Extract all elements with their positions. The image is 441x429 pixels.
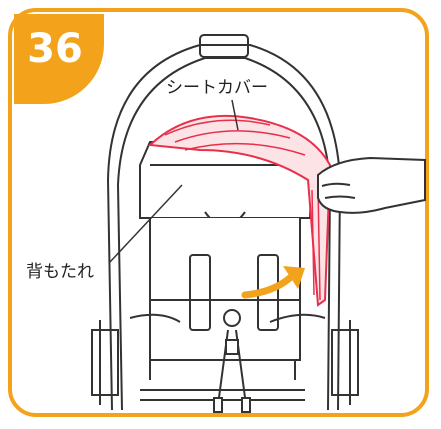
step-number: 36 — [27, 26, 83, 72]
seat-cover-label: シートカバー — [166, 78, 268, 98]
callout-leaders — [109, 99, 239, 263]
backrest-label: 背もたれ — [26, 262, 94, 282]
direction-arrow — [241, 266, 305, 299]
seat-cover — [147, 114, 332, 307]
handle-grip — [199, 34, 249, 58]
harness-buckle — [129, 309, 326, 413]
hand-illustration — [317, 156, 426, 214]
backrest-panel — [139, 141, 314, 361]
backrest-strap-slot-left — [189, 254, 211, 331]
